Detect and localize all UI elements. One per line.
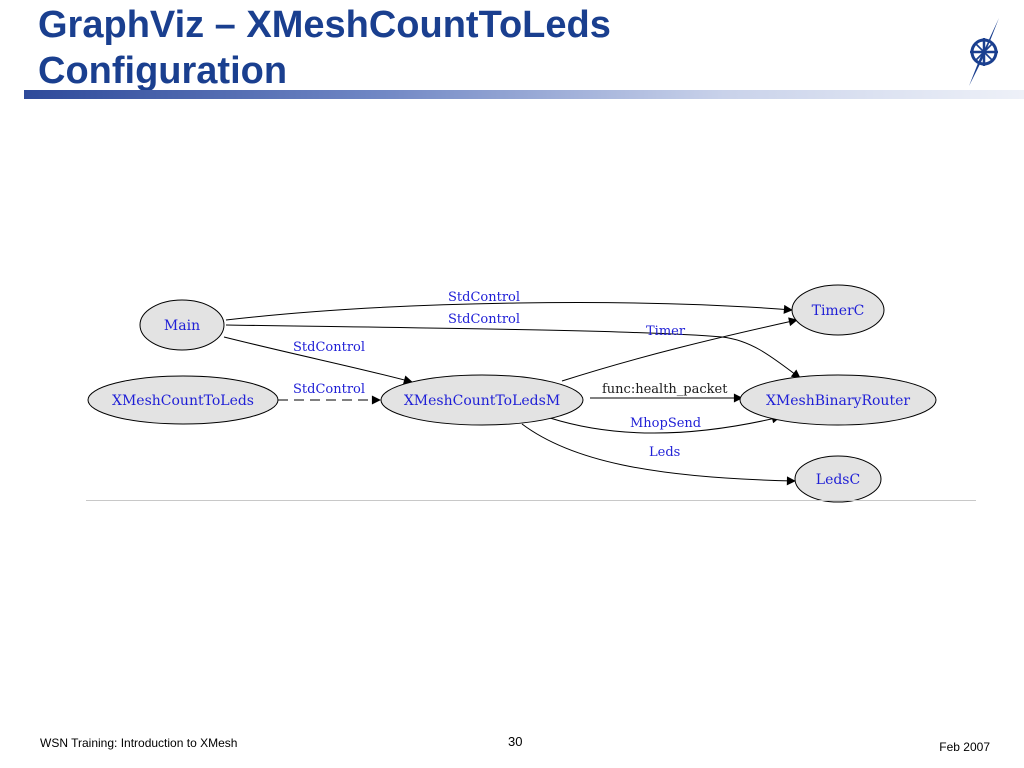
diagram-edges xyxy=(223,302,801,486)
footer-date: Feb 2007 xyxy=(939,740,990,754)
edge-main-timerc xyxy=(225,302,793,321)
diagram-bottom-border xyxy=(86,500,976,501)
footer-course-title: WSN Training: Introduction to XMesh xyxy=(40,736,238,750)
edge-main-xmeshbinaryrouter xyxy=(225,324,801,379)
node-main: Main xyxy=(139,299,225,351)
edge-xmeshcounttoledsm-xmeshbinaryrouter-mhopsend xyxy=(549,414,781,434)
slide-title-line1: GraphViz – XMeshCountToLeds xyxy=(38,4,611,46)
node-ledsc: LedsC xyxy=(794,455,882,503)
edge-labels: StdControl StdControl StdControl StdCont… xyxy=(293,290,728,460)
node-xmeshcounttoleds: XMeshCountToLeds xyxy=(87,375,279,425)
edge-label-xmeshcounttoleds-xmeshcounttoledsm: StdControl xyxy=(293,382,365,397)
node-label-xmeshcounttoledsm: XMeshCountToLedsM xyxy=(404,393,560,409)
edge-label-xmeshcounttoledsm-xmeshbinaryrouter-health: func:health_packet xyxy=(602,382,728,397)
edge-label-main-xmeshbinaryrouter: StdControl xyxy=(448,312,520,327)
compass-logo-icon xyxy=(969,18,999,86)
edge-main-xmeshcounttoledsm xyxy=(223,336,413,385)
node-xmeshcounttoledsm: XMeshCountToLedsM xyxy=(380,374,584,426)
edge-label-main-xmeshcounttoledsm: StdControl xyxy=(293,340,365,355)
node-label-xmeshcounttoleds: XMeshCountToLeds xyxy=(112,393,254,409)
slide-title: GraphViz – XMeshCountToLeds Configuratio… xyxy=(38,2,611,94)
edge-label-xmeshcounttoledsm-timerc: Timer xyxy=(646,324,686,339)
title-underline-bar xyxy=(24,90,1024,99)
node-label-ledsc: LedsC xyxy=(816,472,860,488)
edge-label-xmeshcounttoledsm-xmeshbinaryrouter-mhopsend: MhopSend xyxy=(630,416,701,431)
node-label-xmeshbinaryrouter: XMeshBinaryRouter xyxy=(766,393,910,409)
edge-label-xmeshcounttoledsm-ledsc: Leds xyxy=(649,445,680,460)
slide-title-line2: Configuration xyxy=(38,50,288,92)
footer-page-number: 30 xyxy=(508,734,523,749)
diagram-nodes: Main XMeshCountToLeds XMeshCountToLedsM … xyxy=(87,284,937,503)
node-label-main: Main xyxy=(164,318,200,334)
node-label-timerc: TimerC xyxy=(812,303,865,319)
node-xmeshbinaryrouter: XMeshBinaryRouter xyxy=(739,374,937,426)
edge-label-main-timerc: StdControl xyxy=(448,290,520,305)
edge-xmeshcounttoledsm-timerc xyxy=(561,317,798,382)
node-timerc: TimerC xyxy=(791,284,885,336)
edge-xmeshcounttoledsm-ledsc xyxy=(521,423,796,486)
